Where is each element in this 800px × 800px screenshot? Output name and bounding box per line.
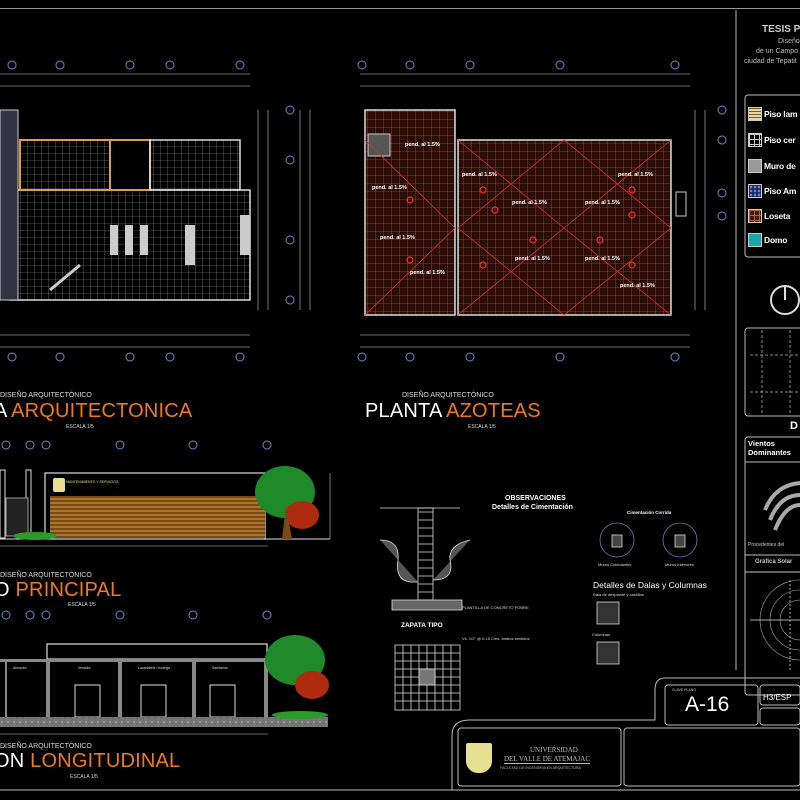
plan-azoteas-title: PLANTA AZOTEAS: [365, 400, 541, 422]
legend-item: Piso Am: [748, 184, 796, 198]
observaciones-title: OBSERVACIONES: [505, 495, 566, 502]
tile-floor-swatch: [748, 133, 762, 147]
sheet-number: A-16: [685, 693, 730, 716]
sheet-number-label: CLAVE PLANO: [672, 688, 697, 692]
dome-swatch: [748, 233, 762, 247]
legend-item: Piso cer: [748, 133, 796, 147]
side-panel: [744, 94, 800, 696]
fachada-kicker: DISEÑO ARQUITECTÓNICO: [0, 572, 92, 579]
corte-scale: ESCALA 1/5: [70, 774, 98, 780]
wall-swatch: [748, 159, 762, 173]
columnas-label: Columnas: [592, 632, 611, 637]
thesis-title: TESIS P: [762, 24, 800, 35]
university-logo: [466, 743, 492, 773]
solar-title: Gráfica Solar: [755, 559, 793, 565]
facade-sign: MANTENIMIENTO Y SERVICIOS: [66, 480, 119, 484]
plan-azoteas-kicker: DISEÑO ARQUITECTÓNICO: [402, 392, 494, 399]
legend-item: Loseta: [748, 209, 790, 223]
legend-item: Muro de: [748, 159, 796, 173]
stone-floor-swatch: [748, 184, 762, 198]
wood-floor-swatch: [748, 107, 762, 121]
dalas-title: Detalles de Dalas y Columnas: [593, 580, 707, 590]
section-corte: [0, 610, 329, 735]
varilla-note: Vs. 1/2" @ 0.15 Cms. ambos sentidos: [462, 636, 530, 641]
plan-arq-title: A ARQUITECTONICA: [0, 400, 193, 422]
university-line2: DEL VALLE DE ATEMAJAC: [504, 755, 591, 764]
plan-azoteas-scale: ESCALA 1/5: [468, 424, 496, 430]
plantilla-note: PLANTILLA DE CONCRETO POBRE: [462, 605, 529, 610]
roof-tile-swatch: [748, 209, 762, 223]
plan-arq-kicker: DISEÑO ARQUITECTÓNICO: [0, 392, 92, 399]
legend: Piso lam Piso cer Muro de Piso Am Loseta…: [745, 95, 800, 257]
vientos-caption: Procedentes del: [748, 542, 785, 548]
plan-arq-scale: ESCALA 1/5: [66, 424, 94, 430]
muro-interior: Muros Interiores: [665, 562, 694, 567]
fachada-title: O PRINCIPAL: [0, 579, 122, 601]
thesis-line: ciudad de Tepatit: [744, 58, 797, 65]
plan-azoteas: [299, 60, 727, 362]
vientos-title: Vientos Dominantes: [748, 439, 791, 457]
thesis-line: de un Campo: [756, 48, 799, 55]
title-block-frames: [451, 677, 800, 790]
foundation-details: [379, 507, 698, 711]
elevation-fachada: [0, 440, 331, 547]
plan-arquitectonica: [0, 60, 295, 362]
scale-box: H3/ESP: [763, 693, 792, 702]
legend-item: Domo: [748, 233, 787, 247]
muro-colindante: Muros Colindantes: [598, 562, 632, 567]
corte-kicker: DISEÑO ARQUITECTÓNICO: [0, 743, 92, 750]
zapata-title: ZAPATA TIPO: [401, 622, 443, 629]
thesis-line: Diseño: [778, 38, 800, 45]
fachada-scale: ESCALA 1/5: [68, 602, 96, 608]
cimentacion-corrida: Cimentación Corrida: [627, 510, 672, 515]
cimentacion-title: Detalles de Cimentación: [492, 504, 573, 511]
orientation-label: D: [790, 420, 798, 432]
dalas-sub: Dala de desplante y castillos: [593, 592, 644, 597]
university-line3: FACULTAD DE INGENIERIA EN ARQUITECTURA: [500, 766, 581, 770]
university-line1: UNIVERSIDAD: [530, 746, 578, 754]
legend-item: Piso lam: [748, 107, 798, 121]
corte-title: ON LONGITUDINAL: [0, 750, 181, 772]
